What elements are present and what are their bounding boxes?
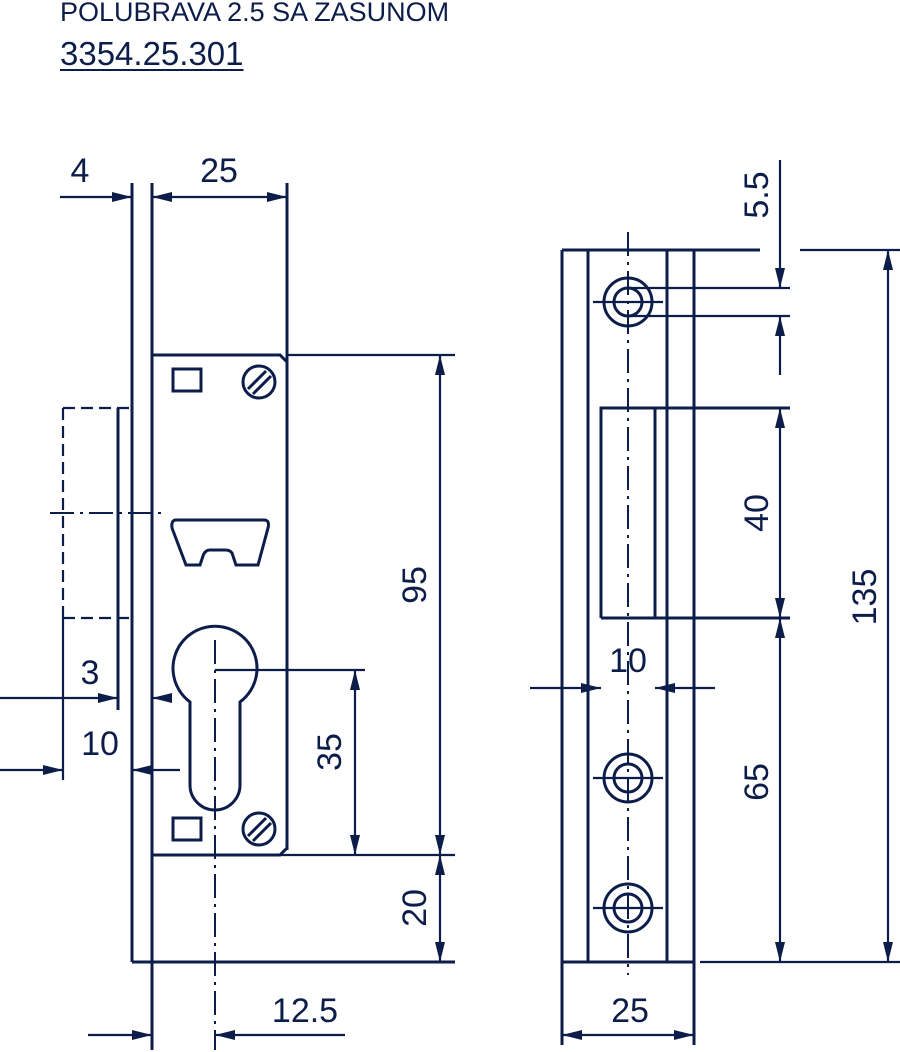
dim-faceplate: 4 xyxy=(71,152,90,190)
latch-opening xyxy=(170,518,270,567)
part-number: 3354.25.301 xyxy=(60,35,244,72)
cylinder-cutout xyxy=(171,624,259,812)
dim-width: 25 xyxy=(611,992,649,1030)
mounting-hole-icon xyxy=(593,752,663,804)
dim-opening-width: 10 xyxy=(609,642,647,680)
bolt-opening xyxy=(599,406,790,620)
cover-plate xyxy=(152,353,289,857)
dim-lower: 65 xyxy=(738,763,776,801)
dim-bottom: 20 xyxy=(396,889,434,927)
square-hole-top xyxy=(171,367,203,393)
dim-opening-height: 40 xyxy=(738,494,776,532)
dim-total-height: 135 xyxy=(846,569,884,626)
dim-hole-offset: 5.5 xyxy=(738,171,776,218)
drawing-title: POLUBRAVA 2.5 SA ZASUNOM xyxy=(60,0,450,27)
side-view: 5.5 40 65 135 10 25 xyxy=(530,160,900,1045)
dim-body-width: 25 xyxy=(200,152,238,190)
dim-cylinder: 35 xyxy=(311,733,349,771)
dim-cover-height: 95 xyxy=(396,566,434,604)
front-view: 4 25 95 20 35 3 10 12.5 xyxy=(0,152,455,1050)
dim-latch-projection: 10 xyxy=(81,725,119,763)
mounting-hole-icon xyxy=(593,276,663,328)
screw-icon xyxy=(241,364,277,400)
mounting-hole-icon xyxy=(593,882,663,934)
dim-backset: 12.5 xyxy=(272,992,338,1030)
screw-icon xyxy=(241,811,277,847)
square-hole-bottom xyxy=(171,816,203,842)
dim-latch-offset: 3 xyxy=(81,654,100,692)
